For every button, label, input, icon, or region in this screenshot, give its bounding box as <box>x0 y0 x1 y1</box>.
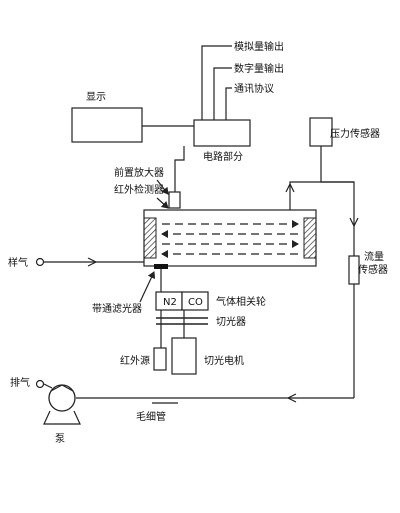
exhaust-arrow <box>286 393 297 403</box>
pressure-sensor-line <box>320 146 354 183</box>
co-cell <box>181 291 209 311</box>
analog-output-label: 模拟量输出 <box>234 40 284 53</box>
return-up-arrow <box>285 182 295 193</box>
chopper-label: 切光器 <box>216 315 246 328</box>
pump-label: 泵 <box>55 433 65 445</box>
flow-sensor-label-2: 传感器 <box>358 263 388 276</box>
pump-body <box>48 384 76 412</box>
sample-gas-label: 样气 <box>8 256 28 269</box>
left-mirror <box>143 217 157 259</box>
pressure-sensor-label: 压力传感器 <box>330 127 380 140</box>
capillary-label: 毛细管 <box>136 410 166 423</box>
output-lines <box>201 45 232 120</box>
gas-wheel-label: 气体相关轮 <box>216 295 266 308</box>
bandpass-pointer <box>139 271 156 303</box>
bandpass-filter-label: 带通滤光器 <box>92 302 142 315</box>
co-label: CO <box>188 297 203 308</box>
ir-detector-label: 红外检测器 <box>114 183 164 196</box>
gas-cell <box>143 209 317 267</box>
preamp-connection <box>174 146 185 192</box>
ir-source-label: 红外源 <box>120 354 150 367</box>
exhaust-label: 排气 <box>10 376 30 389</box>
sample-gas-port <box>35 257 45 267</box>
display-box <box>71 107 143 143</box>
chopper-motor-box <box>171 337 197 375</box>
digital-output-label: 数字量输出 <box>234 62 284 75</box>
sample-gas-arrow <box>87 257 98 267</box>
return-loop-upper <box>289 181 355 256</box>
circuit-box <box>193 119 251 147</box>
return-down-arrow <box>349 217 359 228</box>
comm-protocol-label: 通讯协议 <box>234 82 274 95</box>
detector-pointer <box>156 197 169 209</box>
light-path <box>161 220 299 258</box>
right-mirror <box>303 217 317 259</box>
pump-base <box>43 410 81 425</box>
bandpass-filter <box>154 264 168 269</box>
ir-source-box <box>153 347 167 371</box>
pressure-sensor-box <box>309 117 333 147</box>
n2-label: N2 <box>163 297 177 308</box>
circuit-label: 电路部分 <box>203 150 243 163</box>
preamp-box <box>168 191 181 209</box>
exhaust-port <box>35 379 45 389</box>
chopper-motor-label: 切光电机 <box>204 354 244 367</box>
preamp-pointer <box>156 179 169 195</box>
flow-sensor-label-1: 流量 <box>364 250 384 263</box>
pump-impeller <box>50 384 74 392</box>
display-label: 显示 <box>86 91 106 103</box>
preamp-label: 前置放大器 <box>114 166 164 179</box>
exhaust-port-link <box>43 383 53 389</box>
